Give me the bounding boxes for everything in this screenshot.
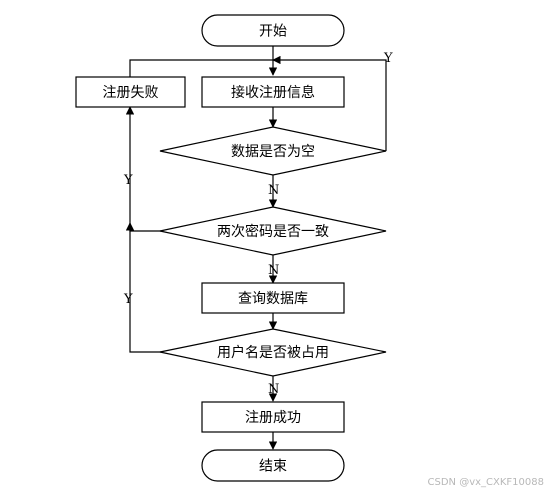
receive-info-node: 接收注册信息	[201, 76, 345, 108]
register-fail-node: 注册失败	[75, 76, 186, 108]
username-taken-label: 用户名是否被占用	[217, 344, 329, 361]
end-label: 结束	[259, 459, 287, 475]
username-taken-decision: 用户名是否被占用	[159, 328, 387, 377]
query-db-node: 查询数据库	[201, 282, 345, 314]
query-db-label: 查询数据库	[238, 291, 308, 307]
edge-taken-yes	[125, 222, 163, 353]
check-empty-label: 数据是否为空	[231, 144, 315, 160]
start-label: 开始	[259, 24, 287, 40]
watermark: CSDN @vx_CXKF10088	[427, 477, 544, 488]
receive-info-label: 接收注册信息	[231, 84, 315, 101]
edge-label-empty-yes: Y	[383, 51, 393, 66]
edge-label-taken-no: N	[268, 382, 279, 397]
password-match-decision: 两次密码是否一致	[159, 206, 387, 256]
register-success-label: 注册成功	[245, 410, 301, 426]
password-match-label: 两次密码是否一致	[217, 223, 329, 240]
edge-label-empty-no: N	[268, 183, 279, 198]
register-fail-label: 注册失败	[103, 85, 159, 101]
edge-password-yes	[125, 106, 163, 232]
connectors	[125, 46, 387, 450]
edge-label-taken-yes: Y	[123, 292, 133, 307]
check-empty-decision: 数据是否为空	[159, 126, 387, 176]
edge-label-password-yes: Y	[123, 173, 133, 188]
edge-check-empty-yes-loop	[272, 55, 387, 151]
register-success-node: 注册成功	[201, 401, 345, 433]
start-node: 开始	[201, 14, 345, 47]
edge-label-password-no: N	[268, 263, 279, 278]
end-node: 结束	[201, 449, 345, 482]
edge-fail-to-top	[129, 59, 273, 77]
